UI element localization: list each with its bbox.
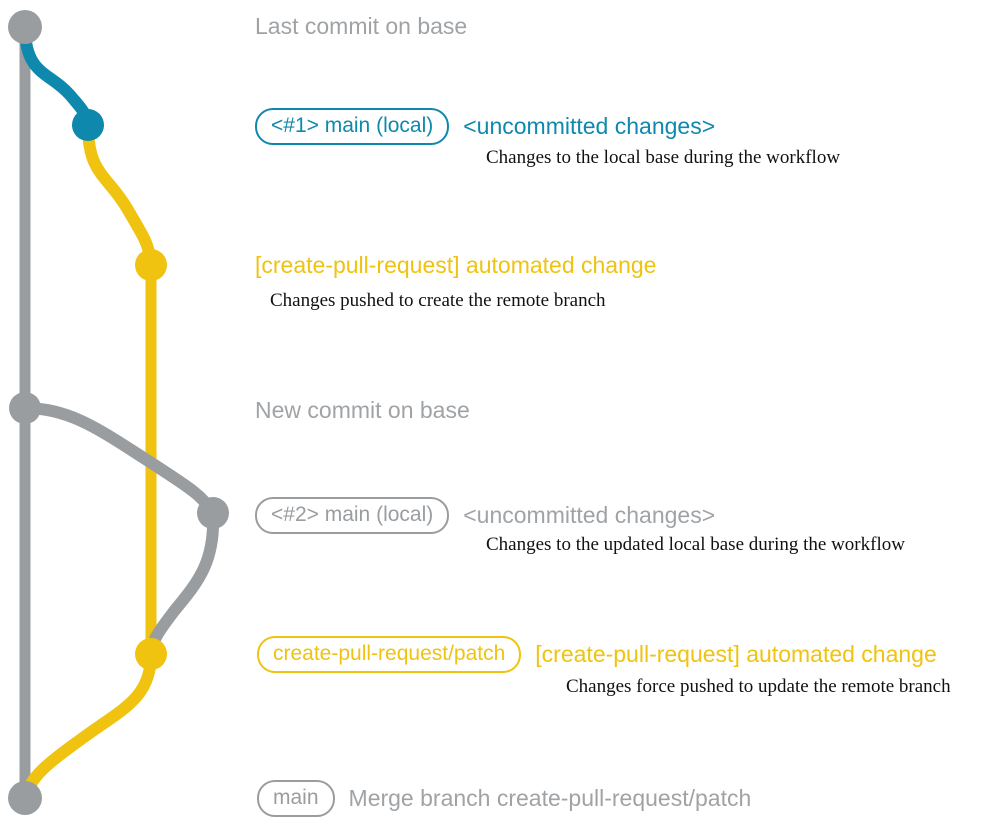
- edge-patch-2-to-merge: [19, 648, 157, 804]
- note-local-main-1: Changes to the local base during the wor…: [486, 147, 841, 168]
- edge-base-to-local-main-1: [19, 21, 94, 131]
- node-base-new[interactable]: [9, 392, 41, 424]
- edge-base-new-to-local-main-2: [19, 402, 219, 519]
- headline-new-commit-on-base: New commit on base: [255, 397, 470, 423]
- branch-badge-create-pull-request-patch[interactable]: create-pull-request/patch: [257, 636, 522, 673]
- row-local-main-1: <#1> main (local) <uncommitted changes>: [255, 108, 715, 145]
- headline-last-commit-on-base: Last commit on base: [255, 13, 468, 39]
- commit-message-local-main-2: <uncommitted changes>: [463, 502, 716, 528]
- node-merge[interactable]: [8, 781, 42, 815]
- note-automated-change-1: Changes pushed to create the remote bran…: [270, 290, 606, 311]
- branch-badge-main[interactable]: main: [257, 780, 335, 817]
- row-merge-commit: main Merge branch create-pull-request/pa…: [257, 780, 751, 817]
- row-local-main-2: <#2> main (local) <uncommitted changes>: [255, 497, 715, 534]
- branch-badge-local-main-1[interactable]: <#1> main (local): [255, 108, 450, 145]
- branch-badge-local-main-2[interactable]: <#2> main (local): [255, 497, 450, 534]
- edge-local-main-2-to-patch-2: [145, 507, 220, 660]
- commit-message-local-main-1: <uncommitted changes>: [463, 113, 716, 139]
- node-patch-1[interactable]: [135, 249, 167, 281]
- commit-message-merge: Merge branch create-pull-request/patch: [348, 785, 752, 811]
- note-local-main-2: Changes to the updated local base during…: [486, 534, 905, 555]
- node-patch-2[interactable]: [135, 638, 167, 670]
- node-local-main-2[interactable]: [197, 497, 229, 529]
- note-automated-change-2: Changes force pushed to update the remot…: [566, 676, 951, 697]
- row-automated-change-2: create-pull-request/patch [create-pull-r…: [257, 636, 937, 673]
- node-base-last[interactable]: [8, 10, 42, 44]
- edge-local-main-1-to-patch-1: [82, 119, 157, 271]
- headline-automated-change-1: [create-pull-request] automated change: [255, 252, 657, 278]
- node-local-main-1[interactable]: [72, 109, 104, 141]
- commit-message-automated-change-2: [create-pull-request] automated change: [535, 641, 937, 667]
